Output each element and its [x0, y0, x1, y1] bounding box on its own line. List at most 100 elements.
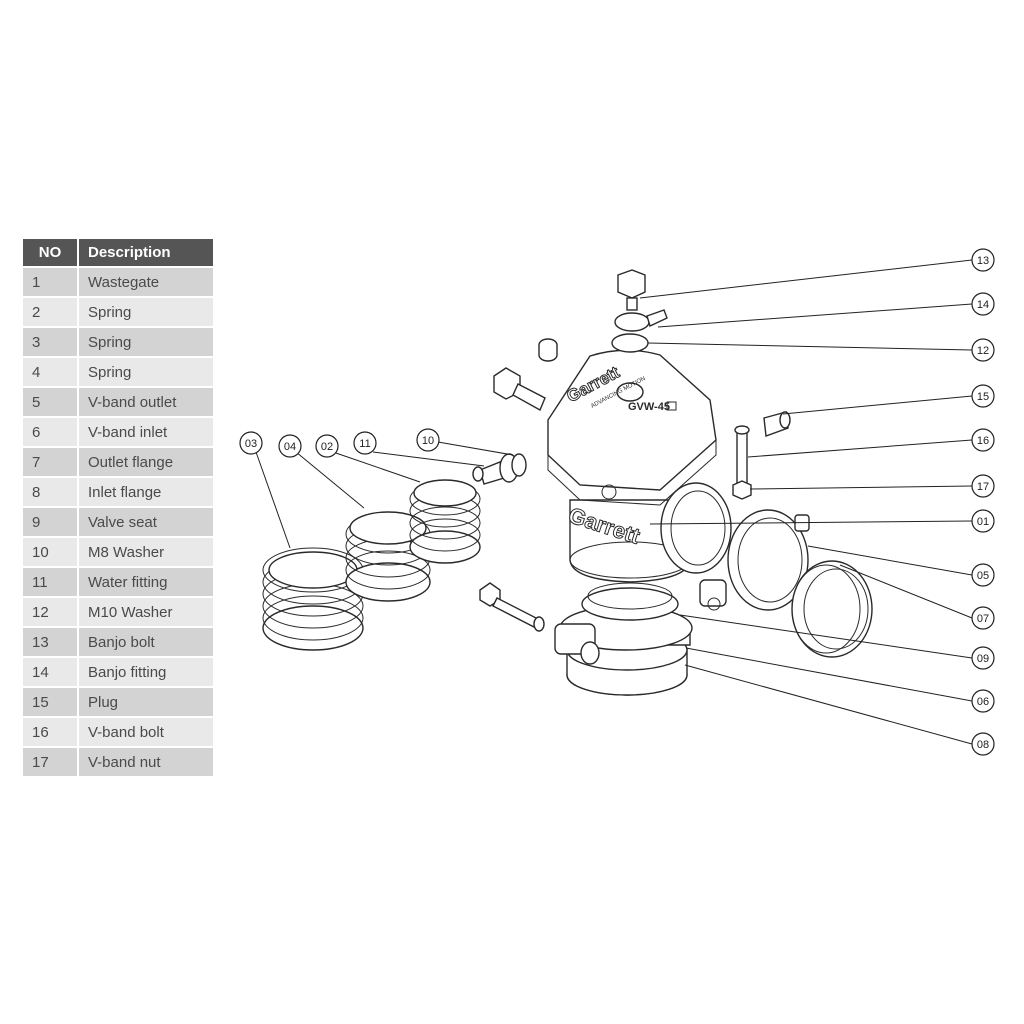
part-number-cell: 13 — [23, 628, 79, 656]
part-description-cell: Water fitting — [79, 568, 213, 596]
m10-washer-12 — [611, 333, 649, 353]
part-description-cell: V-band bolt — [79, 718, 213, 746]
svg-text:03: 03 — [245, 438, 257, 450]
svg-text:01: 01 — [977, 516, 989, 528]
part-number-cell: 1 — [23, 268, 79, 296]
part-description-cell: Plug — [79, 688, 213, 716]
svg-text:09: 09 — [977, 653, 989, 665]
part-number-cell: 7 — [23, 448, 79, 476]
callout-04: 04 — [278, 434, 302, 458]
part-description-cell: Spring — [79, 358, 213, 386]
callout-11: 11 — [353, 431, 377, 455]
callout-12: 12 — [971, 338, 995, 362]
v-band-bolt-left — [479, 582, 545, 632]
callout-05: 05 — [971, 563, 995, 587]
callout-06: 06 — [971, 689, 995, 713]
part-description-cell: Spring — [79, 328, 213, 356]
callout-17: 17 — [971, 474, 995, 498]
top-fitting-small — [538, 338, 558, 362]
part-description-cell: M8 Washer — [79, 538, 213, 566]
svg-text:02: 02 — [321, 441, 333, 453]
banjo-bolt-13 — [617, 269, 646, 311]
callout-09: 09 — [971, 646, 995, 670]
v-band-outlet-05 — [699, 509, 810, 611]
callout-07: 07 — [971, 606, 995, 630]
part-number-cell: 4 — [23, 358, 79, 386]
part-description-cell: Banjo bolt — [79, 628, 213, 656]
svg-text:17: 17 — [977, 481, 989, 493]
part-description-cell: Wastegate — [79, 268, 213, 296]
callout-03: 03 — [239, 431, 263, 455]
svg-text:12: 12 — [977, 345, 989, 357]
part-number-cell: 11 — [23, 568, 79, 596]
v-band-bolt-16 — [734, 425, 750, 490]
callout-01: 01 — [971, 509, 995, 533]
part-number-cell: 5 — [23, 388, 79, 416]
spring-04 — [345, 511, 431, 602]
svg-text:06: 06 — [977, 696, 989, 708]
part-description-cell: Outlet flange — [79, 448, 213, 476]
callout-15: 15 — [971, 384, 995, 408]
wastegate-body-01: Garrett Garrett ADVANCING MOTION GVW-45 — [547, 349, 732, 696]
svg-text:14: 14 — [977, 299, 989, 311]
svg-text:07: 07 — [977, 613, 989, 625]
callout-08: 08 — [971, 732, 995, 756]
part-number-cell: 15 — [23, 688, 79, 716]
leader-lines — [255, 259, 973, 745]
part-number-cell: 17 — [23, 748, 79, 776]
svg-text:13: 13 — [977, 255, 989, 267]
callout-14: 14 — [971, 292, 995, 316]
part-number-cell: 2 — [23, 298, 79, 326]
part-number-cell: 16 — [23, 718, 79, 746]
outlet-flange-07 — [791, 560, 873, 658]
cap-model-label: GVW-45 — [628, 401, 670, 413]
svg-text:05: 05 — [977, 570, 989, 582]
part-description-cell: V-band inlet — [79, 418, 213, 446]
m8-washer-10 — [499, 453, 527, 483]
header-description: Description — [79, 239, 213, 266]
part-description-cell: Banjo fitting — [79, 658, 213, 686]
svg-text:04: 04 — [284, 441, 296, 453]
banjo-fitting-14 — [614, 309, 668, 332]
callout-13: 13 — [971, 248, 995, 272]
part-description-cell: V-band nut — [79, 748, 213, 776]
part-description-cell: Valve seat — [79, 508, 213, 536]
part-number-cell: 6 — [23, 418, 79, 446]
part-number-cell: 9 — [23, 508, 79, 536]
spring-02 — [409, 479, 481, 564]
part-number-cell: 10 — [23, 538, 79, 566]
callout-02: 02 — [315, 434, 339, 458]
part-number-cell: 3 — [23, 328, 79, 356]
part-description-cell: Spring — [79, 298, 213, 326]
part-number-cell: 8 — [23, 478, 79, 506]
plug-15 — [763, 411, 791, 437]
svg-text:08: 08 — [977, 739, 989, 751]
part-number-cell: 14 — [23, 658, 79, 686]
part-description-cell: Inlet flange — [79, 478, 213, 506]
table-header-row: NO Description — [23, 239, 213, 266]
part-description-cell: M10 Washer — [79, 598, 213, 626]
part-description-cell: V-band outlet — [79, 388, 213, 416]
svg-text:10: 10 — [422, 435, 434, 447]
svg-text:16: 16 — [977, 435, 989, 447]
svg-text:15: 15 — [977, 391, 989, 403]
callout-10: 10 — [416, 428, 440, 452]
